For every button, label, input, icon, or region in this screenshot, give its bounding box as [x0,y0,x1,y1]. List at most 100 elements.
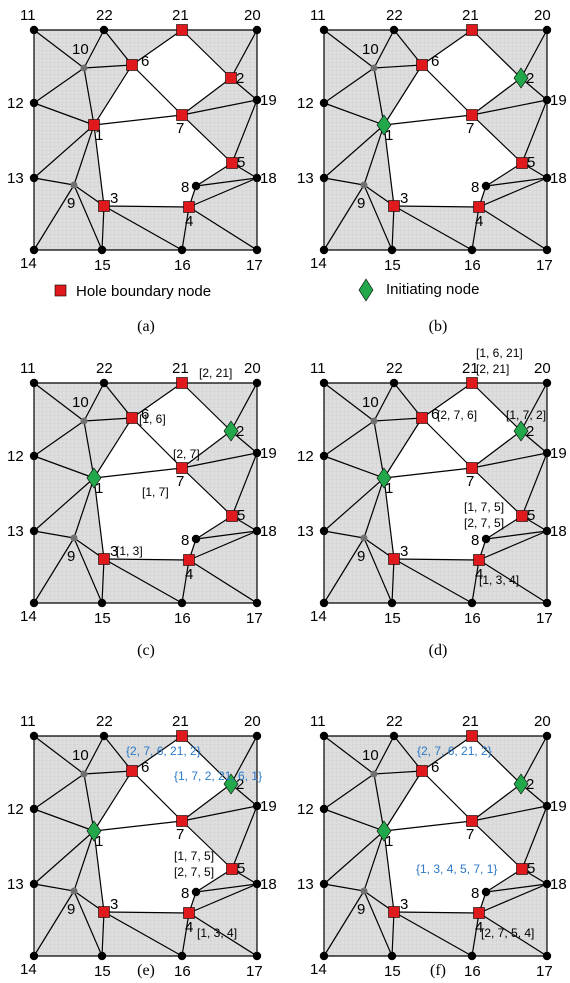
edge-7-1 [383,467,473,479]
edge-9-15 [73,890,103,957]
node-label-5: 5 [527,154,535,171]
node-label-10: 10 [362,41,379,58]
hole-node-4 [183,201,195,213]
edge-1-3 [93,124,105,207]
path-annotation: [2, 7] [173,447,200,461]
edge-7-19 [181,99,258,116]
edge-3-16 [103,911,183,957]
node-12 [319,804,329,814]
edge-10-1 [373,420,385,479]
node-17 [542,598,552,608]
hole-node-4 [473,554,485,566]
node-20 [252,378,262,388]
node-label-15: 15 [94,257,111,274]
edge-9-14 [33,890,75,957]
node-label-11: 11 [310,713,326,730]
hole-boundary-legend-label: Hole boundary node [76,283,211,300]
node-8 [191,534,201,544]
edge-4-3 [103,558,190,561]
node-12 [319,98,329,108]
edge-19-5 [231,805,258,870]
edge-4-17 [188,912,258,957]
edge-9-15 [73,537,103,604]
edge-3-15 [101,558,105,604]
edge-3-16 [393,558,473,604]
edge-1-9 [363,477,385,539]
node-20 [542,731,552,741]
edge-12-10 [33,67,85,104]
edge-1-3 [383,830,395,913]
node-22 [389,378,399,388]
edge-10-1 [83,420,95,479]
edge-18-4 [478,883,548,914]
node-label-13: 13 [297,876,314,893]
node-label-19: 19 [550,798,567,815]
edge-10-1 [83,773,95,832]
edge-4-16 [181,206,190,251]
node-label-4: 4 [185,566,193,583]
path-annotation: [2, 21] [199,366,232,380]
edge-19-5 [231,99,258,164]
edge-22-6 [393,29,423,66]
edge-1-9 [363,124,385,186]
node-label-12: 12 [297,95,314,112]
node-label-15: 15 [384,257,401,274]
hole-node-3 [98,906,110,918]
node-label-6: 6 [431,406,439,423]
edge-2-7 [181,77,232,116]
initiating-node-1 [376,114,392,136]
node-19 [542,95,552,105]
node-label-20: 20 [534,360,551,377]
path-annotation: [1, 7, 2] [506,408,546,422]
node-label-18: 18 [550,876,567,893]
path-annotation: [2, 7, 5, 4] [481,926,534,940]
node-11 [319,25,329,35]
hole-node-6 [416,59,428,71]
edge-22-6 [103,382,133,419]
node-18 [542,879,552,889]
edge-18-8 [485,530,548,540]
node-10 [80,64,88,72]
hole-node-3 [388,200,400,212]
edge-4-17 [478,559,548,604]
edge-7-1 [383,820,473,832]
node-13 [29,879,39,889]
hole-node-21 [176,377,188,389]
node-label-9: 9 [67,195,75,212]
edge-18-4 [188,530,258,561]
edge-3-15 [391,205,395,251]
initiating-node-2 [513,420,529,442]
node-label-9: 9 [357,195,365,212]
hole-node-21 [466,24,478,36]
node-label-18: 18 [260,170,277,187]
edge-21-2 [181,735,232,785]
edge-4-3 [103,911,190,914]
node-13 [319,526,329,536]
node-11 [29,25,39,35]
edge-9-13 [33,177,75,186]
panel-caption: (d) [429,642,448,659]
node-label-13: 13 [7,170,24,187]
node-label-6: 6 [141,53,149,70]
node-10 [80,770,88,778]
path-annotation: [2, 7, 6] [437,408,477,422]
edge-10-6 [373,417,423,422]
edge-6-1 [383,417,423,479]
node-label-10: 10 [362,747,379,764]
edge-9-13 [323,530,365,539]
edge-12-10 [33,773,85,810]
node-label-2: 2 [526,776,534,793]
node-16 [467,951,477,961]
node-label-9: 9 [67,901,75,918]
edge-4-17 [188,559,258,604]
node-label-5: 5 [527,507,535,524]
node-label-9: 9 [67,548,75,565]
hole-node-21 [466,377,478,389]
edge-8-5 [195,868,233,893]
node-17 [542,245,552,255]
node-label-17: 17 [246,257,263,274]
edge-10-22 [373,29,395,69]
node-22 [99,25,109,35]
